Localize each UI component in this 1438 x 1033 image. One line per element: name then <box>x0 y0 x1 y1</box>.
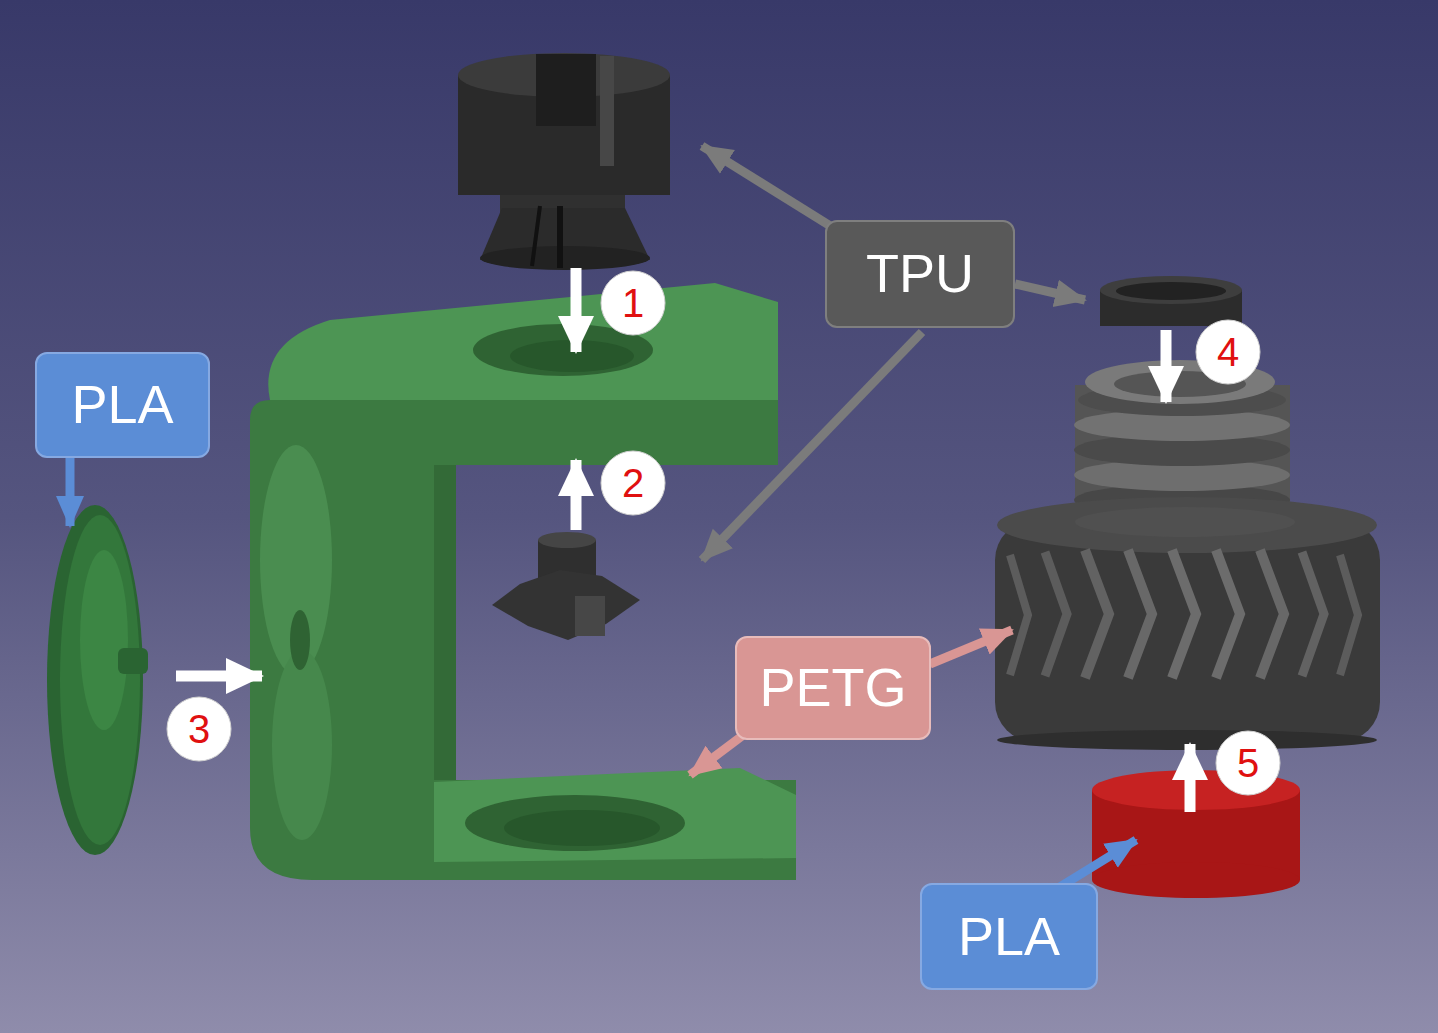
callout-text: 2 <box>622 461 644 505</box>
tire-tread <box>1302 552 1324 676</box>
disc-highlight <box>80 550 128 730</box>
screw-slit <box>557 206 563 268</box>
material-label: PLA <box>35 352 210 458</box>
leader-arrow <box>66 458 75 526</box>
callout-number: 4 <box>1195 319 1261 385</box>
clamp-top-face <box>268 283 778 400</box>
clamp-hole <box>465 795 685 851</box>
clamp-bottom-face <box>434 768 796 862</box>
label-text: PLA <box>958 907 1060 966</box>
assembly-arrow <box>176 671 262 682</box>
clamp-inner-face <box>434 465 456 780</box>
star-tab <box>575 596 605 636</box>
assembly-arrow <box>571 268 582 352</box>
assembly-arrow <box>571 460 582 530</box>
callout-circle <box>167 697 231 761</box>
callout-number: 3 <box>166 696 232 762</box>
star-top <box>538 532 596 548</box>
callout-number: 5 <box>1215 730 1281 796</box>
tire-body <box>995 520 1380 742</box>
material-label: PETG <box>735 636 931 740</box>
disc-part <box>47 505 143 855</box>
tire-tread <box>1260 550 1284 678</box>
callout-circle <box>1216 731 1280 795</box>
callout-number: 1 <box>600 270 666 336</box>
screw-highlight <box>600 56 614 166</box>
screw-slot <box>536 54 596 126</box>
clamp-side-hole <box>290 610 310 670</box>
screw-base <box>480 246 650 270</box>
material-label: TPU <box>825 220 1015 328</box>
ring-hole <box>1116 282 1226 300</box>
tire-tread <box>1340 555 1358 675</box>
screw-slit <box>532 206 540 266</box>
clamp-side-face <box>272 650 332 840</box>
clamp-front <box>250 400 796 880</box>
leader-arrow <box>702 332 922 560</box>
clamp-side-face <box>260 445 332 675</box>
label-text: TPU <box>866 244 974 303</box>
leader-arrow <box>930 630 1012 664</box>
tire-tread <box>1085 550 1109 678</box>
tire-top <box>997 497 1377 553</box>
leader-arrow <box>702 146 840 232</box>
disc-face <box>60 515 140 845</box>
callout-circle <box>601 451 665 515</box>
callout-text: 3 <box>188 707 210 751</box>
callout-text: 5 <box>1237 741 1259 785</box>
material-label: PLA <box>920 883 1098 990</box>
callout-text: 1 <box>622 281 644 325</box>
tire-tread <box>1172 550 1196 678</box>
disc-knob <box>118 648 148 674</box>
tire-tread <box>1010 555 1028 675</box>
leader-arrow <box>1015 284 1085 300</box>
callout-circle <box>1196 320 1260 384</box>
tire-tread <box>1216 550 1240 678</box>
tire-hub-join <box>1075 507 1295 537</box>
callout-text: 4 <box>1217 330 1239 374</box>
assembly-arrow <box>1161 330 1172 402</box>
tire-tread <box>1128 550 1152 678</box>
callout-number: 2 <box>600 450 666 516</box>
clamp-hole-inner <box>504 810 660 846</box>
label-text: PETG <box>759 658 906 717</box>
ring-top <box>1100 276 1242 304</box>
leader-arrow <box>690 736 742 775</box>
assembly-arrow <box>1185 744 1196 812</box>
callout-circle <box>601 271 665 335</box>
cylinder-bottom <box>1092 862 1300 898</box>
star-piece <box>492 570 640 640</box>
label-text: PLA <box>71 375 173 434</box>
tire-tread <box>1045 552 1067 676</box>
